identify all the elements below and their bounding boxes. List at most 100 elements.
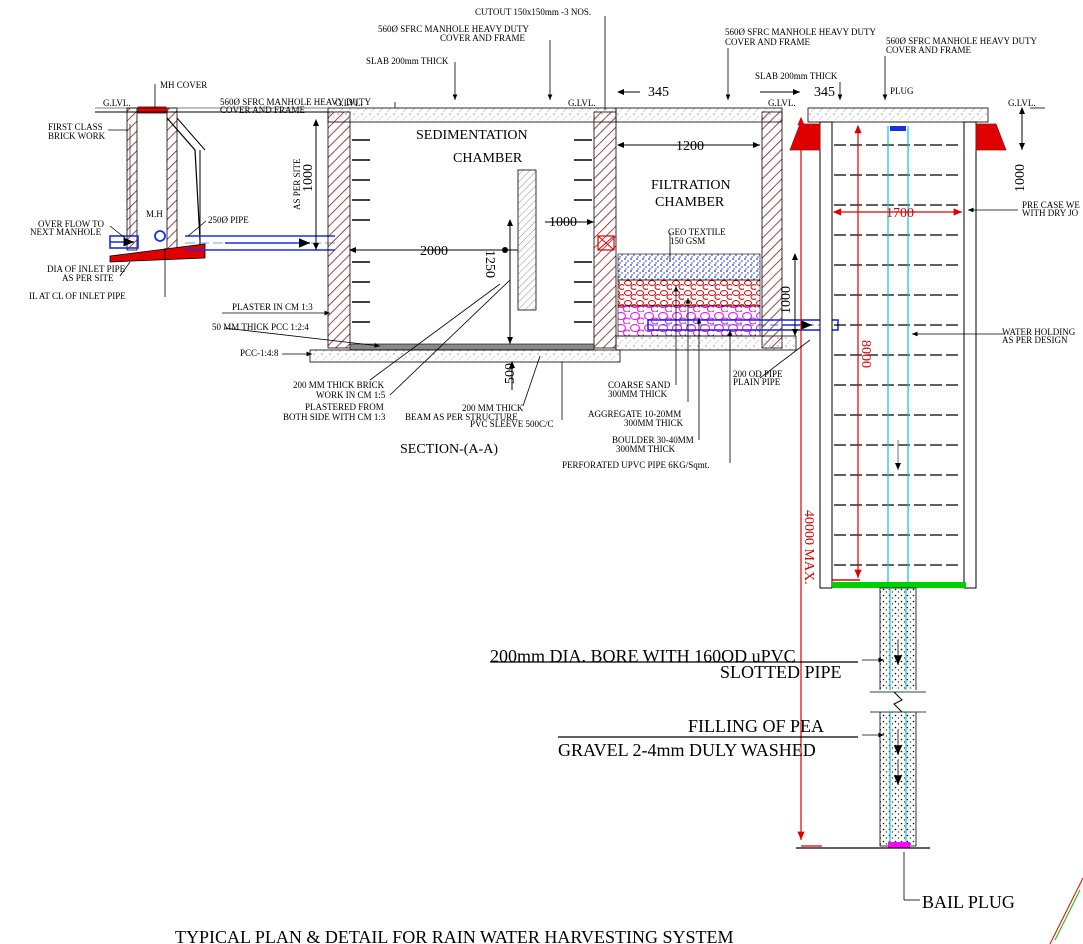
cutout-label: CUTOUT 150x150mm -3 NOS. — [475, 7, 591, 17]
il-inlet: IL AT CL OF INLET PIPE — [29, 291, 126, 301]
dim-1700: 1700 — [886, 206, 914, 221]
od-pipe-2: PLAIN PIPE — [733, 377, 781, 387]
filter-label-2: CHAMBER — [655, 195, 725, 210]
boulder-layer — [617, 305, 761, 337]
dia-inlet-1: DIA OF INLET PIPE — [47, 264, 126, 274]
precast-1: PRE CASE WE — [1022, 200, 1080, 210]
dim-1200: 1200 — [676, 139, 704, 154]
filter-base — [615, 335, 797, 351]
recharge-well — [789, 107, 1007, 589]
pcc-50mm — [349, 343, 595, 351]
inlet-manhole — [95, 106, 335, 263]
beam-label: BEAM AS PER STRUCTURE — [405, 412, 518, 422]
mh-cover-label: MH COVER — [160, 80, 207, 90]
first-class-2: BRICK WORK — [48, 131, 106, 141]
brick-2: WORK IN CM 1:5 — [316, 390, 386, 400]
slab-label-2: SLAB 200mm THICK — [755, 71, 838, 81]
baffle-wall — [517, 169, 537, 311]
as-per-site: AS PER SITE — [292, 158, 302, 210]
sed-wall-ticks — [352, 139, 592, 323]
glvl-sed-right: G.LVL. — [568, 98, 596, 108]
sed-slab — [327, 107, 617, 123]
well-slab — [807, 107, 989, 123]
well-base-green — [832, 582, 966, 588]
manhole-outlet-circle — [154, 230, 166, 242]
boulder-1: BOULDER 30-40MM — [612, 435, 694, 445]
bail-plug-cap — [888, 842, 910, 848]
manhole-wall-right — [166, 107, 178, 251]
plaster-label: PLASTER IN CM 1:3 — [232, 302, 313, 312]
filter-slab — [615, 107, 783, 123]
mh-cover-frame-1b: COVER AND FRAME — [440, 33, 526, 43]
perforated-label: PERFORATED UPVC PIPE 6KG/Sqmt. — [562, 460, 710, 470]
dimension-texts: 345 345 1200 1000 1000 1000 1000 2000 12… — [301, 85, 1028, 585]
bore-label-1: 200mm DIA. BORE WITH 160OD uPVC — [490, 646, 796, 666]
leader-lines — [108, 16, 1045, 901]
geo-2: 150 GSM — [670, 236, 705, 246]
dim-1000-mid: 1000 — [549, 215, 577, 230]
mh-cover-frame-4a: 560Ø SFRC MANHOLE HEAVY DUTY — [886, 36, 1038, 46]
glvl-left: G.LVL. — [103, 98, 131, 108]
bore-label-2: SLOTTED PIPE — [720, 662, 842, 682]
manhole-wall-left — [126, 107, 138, 251]
annotation-texts: CUTOUT 150x150mm -3 NOS. 560Ø SFRC MANHO… — [29, 7, 1080, 944]
brick-4: BOTH SIDE WITH CM 1:3 — [283, 412, 386, 422]
manhole-base — [109, 243, 206, 263]
manhole-label: M.H — [146, 209, 163, 219]
overflow-1: OVER FLOW TO — [38, 219, 105, 229]
bore-hole — [796, 587, 930, 849]
glvl-filter: G.LVL. — [768, 98, 796, 108]
sed-label-1: SEDIMENTATION — [416, 128, 528, 143]
boulder-2: 300MM THICK — [616, 444, 676, 454]
section-label: SECTION-(A-A) — [400, 442, 498, 457]
dim-8000: 8000 — [858, 340, 873, 368]
dimension-lines — [313, 89, 1025, 847]
well-wall-right — [963, 121, 977, 589]
dim-1000-right: 1000 — [1013, 164, 1028, 192]
pvc-1: 200 MM THICK — [462, 403, 524, 413]
precast-2: WITH DRY JO — [1022, 208, 1079, 218]
filtration-chamber — [615, 107, 839, 351]
dia-inlet-2: AS PER SITE — [62, 273, 114, 283]
pvc-2: PVC SLEEVE 500C/C — [470, 419, 554, 429]
dim-1000-filter: 1000 — [779, 286, 794, 314]
agg-2: 300MM THICK — [624, 418, 684, 428]
dim-500: 500 — [503, 363, 518, 384]
geo-1: GEO TEXTILE — [668, 227, 726, 237]
slab-label-1: SLAB 200mm THICK — [366, 56, 449, 66]
glvl-well: G.LVL. — [1008, 98, 1036, 108]
glvl-sed: G.LVL. — [335, 98, 363, 108]
filling-label-1: FILLING OF PEA — [688, 716, 824, 736]
well-wall-left — [819, 121, 833, 589]
coarse-2: 300MM THICK — [608, 389, 668, 399]
dim-1000-left: 1000 — [301, 164, 316, 192]
bail-plug-label: BAIL PLUG — [922, 892, 1015, 912]
first-class-1: FIRST CLASS — [48, 122, 103, 132]
mh-cover-frame-2b: COVER AND FRAME — [220, 105, 306, 115]
mh-cover-frame-1a: 560Ø SFRC MANHOLE HEAVY DUTY — [378, 24, 530, 34]
dim-2000: 2000 — [420, 244, 448, 259]
dim-345-a: 345 — [648, 85, 669, 100]
filling-label-2: GRAVEL 2-4mm DULY WASHED — [558, 740, 816, 760]
sed-wall-left — [327, 111, 351, 349]
mh-cover-frame-3b: COVER AND FRAME — [725, 37, 811, 47]
coarse-1: COARSE SAND — [608, 380, 671, 390]
plug-cap — [890, 126, 906, 131]
od-pipe-1: 200 OD PIPE — [733, 369, 783, 379]
pcc-50-label: 50 MM THICK PCC 1:2:4 — [212, 322, 309, 332]
pcc-148 — [309, 349, 621, 363]
dim-40000: 40000 MAX. — [801, 510, 816, 585]
dim-345-b: 345 — [814, 85, 835, 100]
sed-label-2: CHAMBER — [453, 151, 523, 166]
plug-label: PLUG — [890, 86, 914, 96]
mh-cover-frame-3a: 560Ø SFRC MANHOLE HEAVY DUTY — [725, 27, 877, 37]
dim-1250: 1250 — [482, 250, 497, 278]
sedimentation-chamber — [309, 107, 621, 363]
pipe-250-label: 250Ø PIPE — [208, 215, 249, 225]
filter-label-1: FILTRATION — [651, 178, 731, 193]
mh-cover-frame-4b: COVER AND FRAME — [886, 45, 972, 55]
brick-3: PLASTERED FROM — [305, 402, 384, 412]
mh-cover-red — [137, 106, 167, 114]
pcc-148-label: PCC-1:4:8 — [240, 348, 279, 358]
coarse-sand-layer — [617, 253, 761, 281]
